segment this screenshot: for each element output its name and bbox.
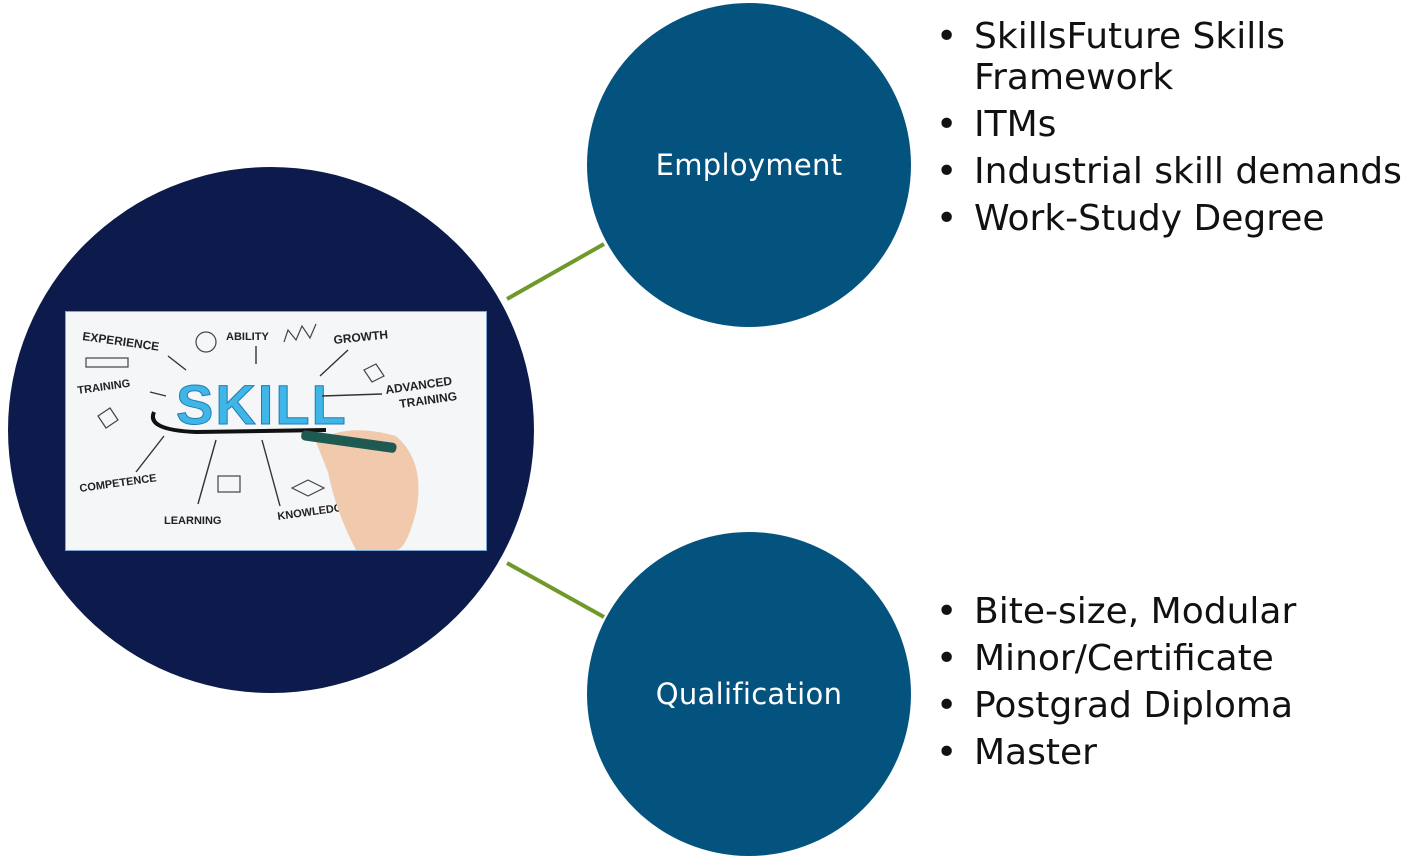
qualification-item: Postgrad Diploma [928,685,1412,726]
concept-arrows [135,346,383,507]
employment-bullet-list: SkillsFuture Skills Framework ITMs Indus… [928,16,1412,245]
employment-item: ITMs [928,104,1412,145]
hand [316,430,419,550]
qualification-bullet-list: Bite-size, Modular Minor/Certificate Pos… [928,591,1412,779]
label-ability: ABILITY [226,331,269,343]
employment-item: SkillsFuture Skills Framework [928,16,1412,98]
skill-concept-image: EXPERIENCE ABILITY GROWTH TRAINING ADVAN… [65,311,487,551]
sketch-icons [85,323,385,497]
qualification-node: Qualification [587,532,911,856]
skill-swoosh [150,411,327,435]
employment-item: Industrial skill demands [928,151,1412,192]
qualification-label: Qualification [655,677,843,711]
connector-employment [506,242,605,301]
connector-qualification [506,561,605,619]
employment-node: Employment [587,3,911,327]
qualification-item: Master [928,732,1412,773]
qualification-item: Minor/Certificate [928,638,1412,679]
employment-item: Work-Study Degree [928,198,1412,239]
skill-word: SKILL [176,373,348,436]
employment-label: Employment [655,148,843,182]
marker [301,430,397,453]
label-learning: LEARNING [164,515,221,527]
qualification-item: Bite-size, Modular [928,591,1412,632]
label-growth: GROWTH [333,327,389,347]
